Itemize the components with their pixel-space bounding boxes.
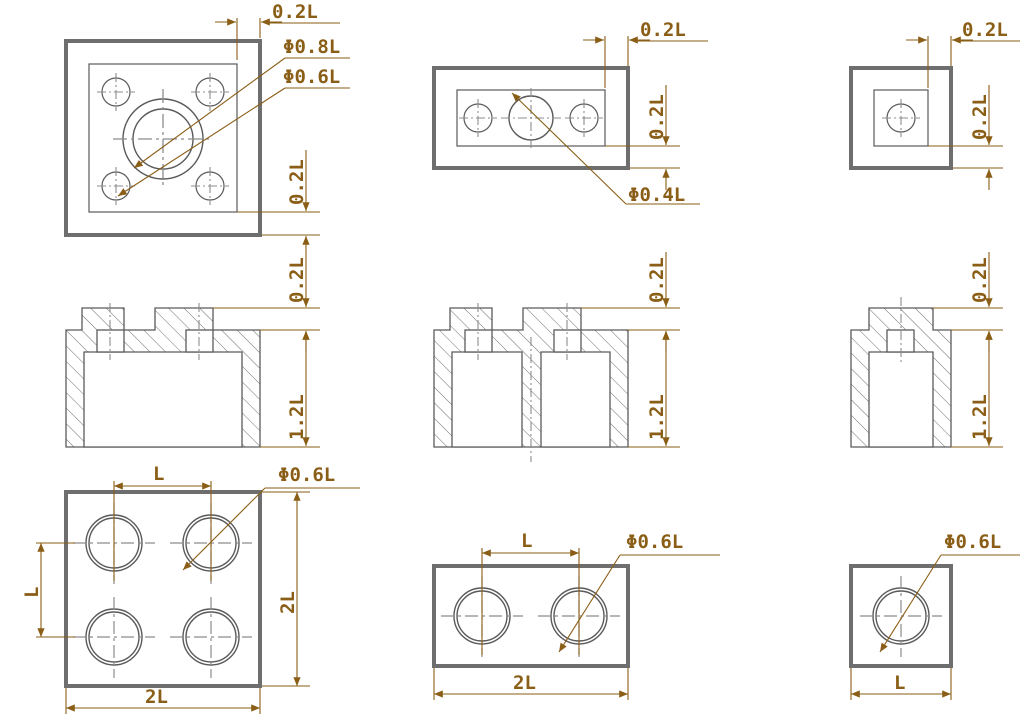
section-view-2x2: 0.2L 1.2L — [65, 257, 320, 448]
dim-stud-pitch-top — [481, 548, 580, 655]
dim-label-stud-dia: Φ0.6L — [944, 531, 1001, 553]
dim-body-height — [628, 331, 680, 448]
dim-label-phi04L: Φ0.4L — [628, 184, 685, 206]
pin-centerlines — [882, 99, 920, 137]
dim-label-stud-pitch-top: L — [521, 530, 532, 552]
dim-body-height — [260, 331, 320, 448]
dim-label-width-bottom: 2L — [513, 672, 536, 694]
dim-width-bottom — [850, 668, 952, 700]
inner-wall-outline — [873, 89, 929, 147]
stud-centerlines — [860, 576, 942, 657]
pin-centerlines — [459, 88, 603, 148]
corner-tube-centerlines — [97, 73, 229, 205]
dim-label-width-bottom: 2L — [145, 686, 168, 708]
section-cavity-right — [540, 351, 611, 448]
section-view-2x1: 0.2L 1.2L — [433, 252, 680, 462]
center-tube-centerlines — [113, 89, 213, 189]
dim-rim-height-right — [237, 150, 320, 260]
dim-label-phi06L: Φ0.6L — [283, 66, 340, 88]
stud-centerlines — [477, 303, 568, 462]
dim-label-stud-height: 0.2L — [286, 257, 308, 303]
top-view-1x1: 0.2L 0.2L — [849, 19, 1020, 190]
dim-label-body-height: 1.2L — [646, 394, 668, 440]
dim-stud-pitch-top — [113, 481, 212, 581]
dim-label-stud-pitch-left: L — [21, 587, 43, 598]
dim-label-body-height: 1.2L — [969, 394, 991, 440]
dim-rim-height-right — [928, 85, 1003, 190]
dim-label-stud-height: 0.2L — [646, 257, 668, 303]
leader-phi04L — [511, 92, 700, 205]
dim-label-rim-height: 0.2L — [286, 159, 308, 205]
dim-wall-thickness-top — [583, 36, 708, 88]
dim-width-bottom — [65, 688, 261, 714]
dim-rim-height-right — [605, 85, 680, 190]
dim-label-body-height: 1.2L — [286, 394, 308, 440]
leader-phi06L — [117, 87, 350, 197]
section-cavity-left — [451, 351, 523, 448]
dim-body-height — [951, 331, 1003, 448]
dim-stud-pitch-left — [36, 542, 75, 638]
dim-width-bottom — [433, 668, 629, 700]
leader-phi06L — [182, 487, 360, 571]
section-cavity — [83, 351, 243, 448]
bottom-view-1x1: L Φ0.6L — [849, 531, 1020, 700]
dim-label-wall-thickness: 0.2L — [962, 19, 1008, 41]
bottom-view-2x1: L 2L Φ0.6L — [432, 530, 720, 700]
leader-phi06L — [558, 554, 720, 653]
dim-label-stud-dia: Φ0.6L — [626, 531, 683, 553]
dim-label-rim-height: 0.2L — [969, 94, 991, 140]
leader-phi08L — [133, 57, 350, 169]
top-view-2x2: 0.2L Φ0.8L Φ0.6L 0.2L — [64, 1, 350, 260]
leader-phi06L — [879, 554, 1020, 653]
dim-label-wall-thickness: 0.2L — [640, 19, 686, 41]
outer-body-outline — [64, 39, 262, 237]
dim-wall-thickness-top — [215, 18, 340, 60]
inner-wall-outline — [88, 63, 238, 213]
section-view-1x1: 0.2L 1.2L — [850, 252, 1003, 448]
dim-label-rim-height: 0.2L — [646, 94, 668, 140]
section-cavity — [868, 351, 934, 448]
dim-label-stud-pitch-top: L — [153, 463, 164, 485]
dim-wall-thickness-top — [906, 36, 1020, 88]
stud-centerlines — [109, 303, 200, 360]
bottom-view-2x2: L L 2L 2L Φ0.6L — [21, 463, 360, 714]
dim-label-phi08L: Φ0.8L — [283, 36, 340, 58]
dim-label-width-bottom: L — [894, 672, 905, 694]
top-view-2x1: 0.2L 0.2L Φ0.4L — [432, 19, 708, 206]
dim-label-height-right: 2L — [277, 591, 299, 614]
dim-label-wall-thickness: 0.2L — [272, 1, 318, 23]
dim-label-stud-height: 0.2L — [969, 257, 991, 303]
dim-height-right — [262, 491, 310, 687]
dim-label-stud-dia: Φ0.6L — [278, 464, 335, 486]
